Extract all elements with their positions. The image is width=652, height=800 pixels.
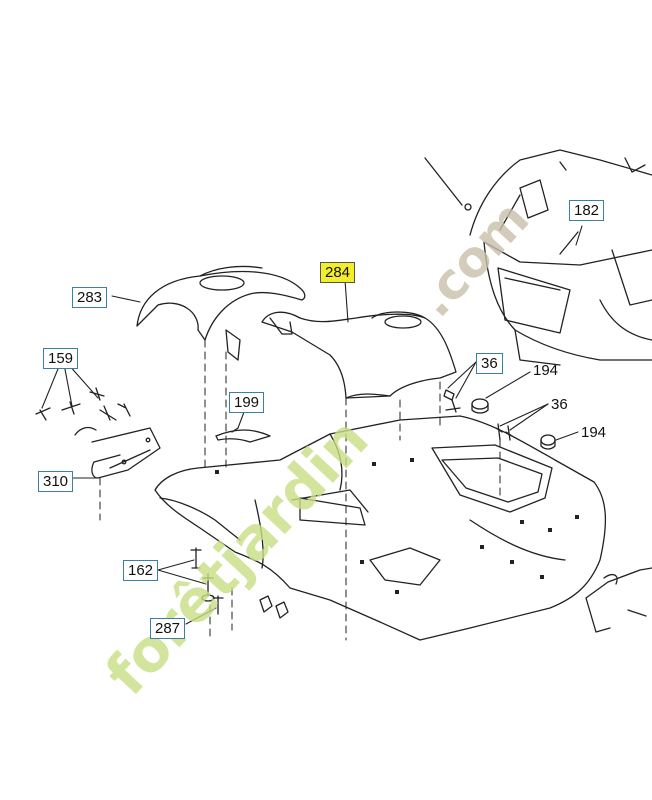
left-fender-cover	[136, 265, 306, 361]
right-fasteners	[443, 389, 556, 450]
dashboard-housing	[424, 149, 652, 366]
callout-159: 159	[43, 348, 79, 369]
callout-182: 182	[569, 200, 605, 221]
label-194-right: 194	[581, 424, 607, 441]
callout-162: 162	[123, 560, 159, 581]
clip-part	[215, 427, 271, 443]
tub-mounting-holes	[215, 458, 579, 594]
callout-283: 283	[72, 287, 108, 308]
alignment-lines	[99, 339, 501, 641]
left-bracket	[35, 387, 161, 479]
right-bracket	[585, 567, 652, 633]
callout-199: 199	[229, 392, 265, 413]
callout-287: 287	[150, 618, 186, 639]
label-36-right: 36	[551, 396, 568, 413]
rear-body-tub	[154, 415, 607, 641]
callout-310: 310	[38, 471, 74, 492]
leader-lines	[41, 225, 583, 625]
label-36-top: 36	[476, 353, 503, 374]
bolts-and-spacer	[190, 547, 289, 619]
callout-284-highlighted: 284	[320, 262, 356, 283]
label-194-top: 194	[533, 362, 559, 379]
right-fender-cover	[261, 311, 457, 399]
